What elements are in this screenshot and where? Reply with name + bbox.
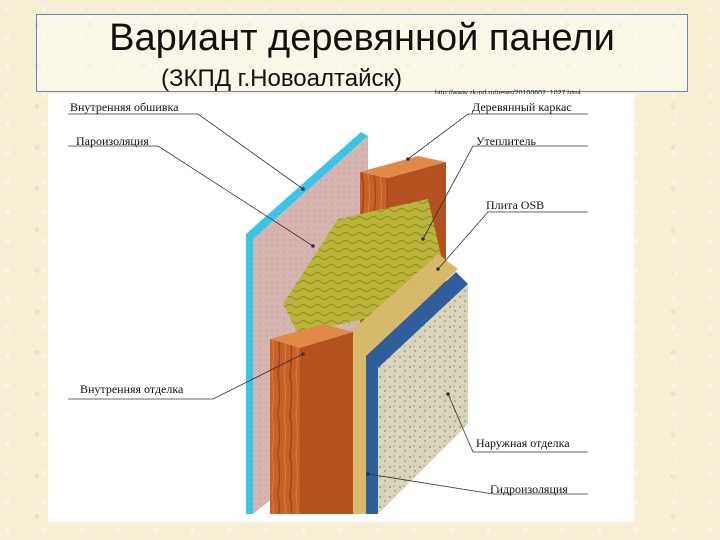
panel-illustration [68,113,588,514]
page-subtitle: (ЗКПД г.Новоалтайск) [161,65,402,92]
outer-finish-layer [378,284,468,514]
osb-layer [348,254,458,514]
page-title: Вариант деревянной панели [109,17,615,59]
source-link[interactable]: http://www.zk-pd.ru/news/20100602_1027.h… [435,90,581,97]
label-insulation: Утеплитель [476,134,536,148]
label-osb: Плита OSB [486,198,545,212]
label-waterproofing: Гидроизоляция [490,482,568,496]
label-inner-finish: Внутренняя отделка [80,382,184,396]
title-box: Вариант деревянной панели (ЗКПД г.Новоал… [36,14,688,97]
label-vapor-barrier: Пароизоляция [76,134,149,148]
wood-frame-top [360,156,446,178]
label-outer-finish: Наружная отделка [476,436,570,450]
label-inner-sheathing: Внутренняя обшивка [70,100,179,114]
label-wood-frame: Деревянный каркас [472,100,572,114]
panel-diagram: Внутренняя обшивка Пароизоляция Внутренн… [48,94,634,522]
waterproofing-layer [366,272,468,514]
wood-frame-front [270,339,300,514]
wood-frame-front-top [270,324,353,348]
